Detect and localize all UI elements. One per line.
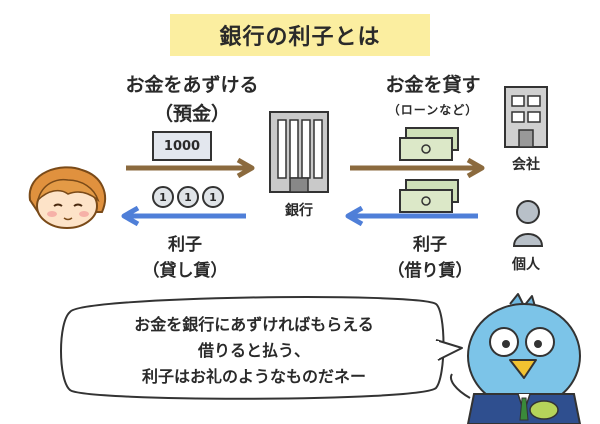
person-icon	[512, 200, 544, 247]
interest-left-line2: （貸し賃）	[142, 261, 228, 281]
page-title: 銀行の利子とは	[219, 25, 381, 50]
deposit-line2: （預金）	[153, 103, 230, 125]
bank-label: 銀行	[285, 203, 313, 219]
title-banner: 銀行の利子とは	[170, 14, 430, 56]
individual-label: 個人	[512, 257, 540, 273]
coins-icon: 1 1 1	[152, 186, 224, 208]
coin-icon: 1	[177, 186, 199, 208]
thousand-yen-bill-icon: 1000	[152, 131, 212, 161]
coin-value: 1	[209, 190, 217, 204]
girl-face-icon	[28, 166, 107, 229]
coin-value: 1	[159, 190, 167, 204]
deposit-label: お金をあずける （預金）	[92, 70, 292, 126]
deposit-line1: お金をあずける	[125, 74, 259, 96]
speech-text: お金を銀行にあずければもらえる 借りると払う、 利子はお礼のようなものだネー	[72, 312, 436, 390]
speech-line: 借りると払う、	[197, 341, 310, 360]
lend-line1: お金を貸す	[385, 74, 481, 96]
interest-borrowing-fee-label: 利子 （借り賃）	[355, 232, 505, 284]
coin-icon: 1	[202, 186, 224, 208]
deposit-arrow-icon	[126, 157, 255, 179]
interest-left-line1: 利子	[168, 235, 202, 255]
speech-line: お金を銀行にあずければもらえる	[134, 315, 374, 334]
interest-to-bank-arrow-icon	[345, 205, 478, 227]
speech-line: 利子はお礼のようなものだネー	[141, 367, 366, 386]
company-label: 会社	[512, 157, 540, 173]
bird-mascot-icon	[450, 293, 582, 424]
bank-building-icon	[269, 111, 329, 193]
interest-lending-fee-label: 利子 （貸し賃）	[110, 232, 260, 284]
company-building-icon	[504, 86, 548, 148]
money-notes-icon	[399, 179, 459, 213]
bill-value: 1000	[163, 138, 201, 154]
lend-arrow-icon	[350, 157, 485, 179]
interest-right-line1: 利子	[413, 235, 447, 255]
coin-icon: 1	[152, 186, 174, 208]
lend-line2: （ローンなど）	[387, 103, 479, 117]
interest-to-depositor-arrow-icon	[121, 205, 246, 227]
coin-value: 1	[184, 190, 192, 204]
lend-label: お金を貸す （ローンなど）	[348, 70, 518, 118]
money-notes-icon	[399, 127, 459, 161]
interest-right-line2: （借り賃）	[387, 261, 473, 281]
